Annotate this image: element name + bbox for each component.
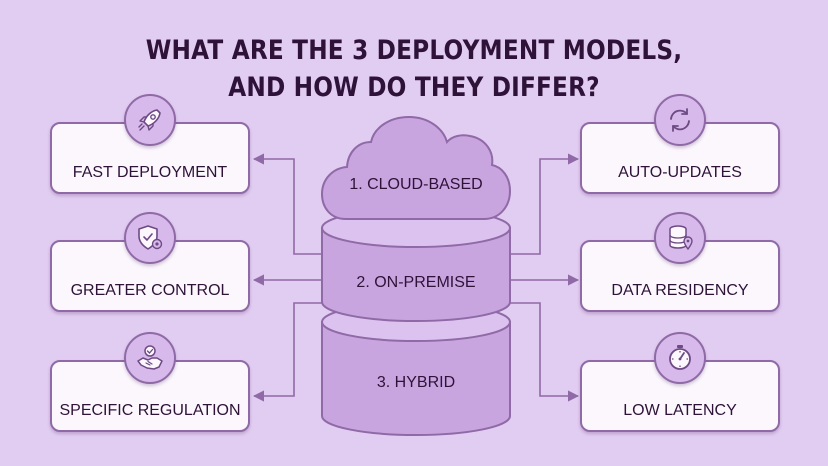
on-premise-label: 2. ON-PREMISE [356, 274, 476, 291]
shield-gear-icon [124, 212, 176, 264]
sync-icon [654, 94, 706, 146]
hybrid-label: 3. HYBRID [376, 374, 456, 391]
cloud-shape [320, 115, 512, 220]
card-label: SPECIFIC REGULATION [59, 402, 241, 419]
on-premise-cylinder [321, 208, 511, 322]
card-label: FAST DEPLOYMENT [72, 164, 228, 181]
stopwatch-icon [654, 332, 706, 384]
card-label: AUTO-UPDATES [618, 164, 742, 181]
connector-specific-regulation [252, 302, 322, 402]
title-line-1: WHAT ARE THE 3 DEPLOYMENT MODELS, [145, 35, 683, 66]
card-label: LOW LATENCY [623, 402, 737, 419]
hybrid-cylinder [321, 302, 511, 436]
page-title: WHAT ARE THE 3 DEPLOYMENT MODELS, AND HO… [58, 32, 770, 106]
cloud-based-label: 1. CLOUD-BASED [349, 176, 483, 193]
card-label: DATA RESIDENCY [611, 282, 749, 299]
connector-low-latency [510, 302, 580, 402]
handshake-badge-icon [124, 332, 176, 384]
card-label: GREATER CONTROL [70, 282, 230, 299]
database-location-icon [654, 212, 706, 264]
connector-fast-deployment [252, 153, 322, 255]
title-line-2: AND HOW DO THEY DIFFER? [228, 72, 600, 103]
connector-auto-updates [510, 153, 580, 255]
rocket-icon [124, 94, 176, 146]
